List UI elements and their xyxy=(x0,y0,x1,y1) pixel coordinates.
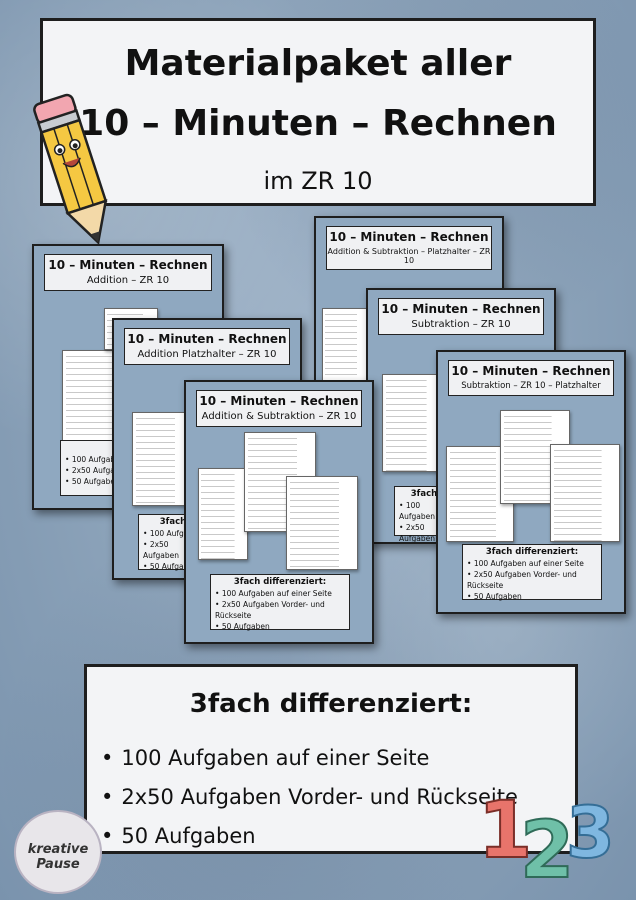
summary-heading: 3fach differenziert: xyxy=(189,689,473,719)
info-box-item-text: 2x50 Aufgaben xyxy=(71,466,129,475)
product-card-add-sub: 10 – Minuten – Rechnen Addition & Subtra… xyxy=(184,380,374,644)
info-box-item: • 50 Aufgaben xyxy=(143,562,198,571)
worksheet-preview xyxy=(198,468,248,560)
brand-logo: kreative Pause xyxy=(14,810,102,894)
number-one: 1 xyxy=(477,785,533,877)
info-box-item-text: 100 Aufgaben auf einer Seite xyxy=(221,589,332,598)
product-card-title: 10 – Minuten – Rechnen xyxy=(127,332,287,346)
info-box-item-text: 100 Aufgaben xyxy=(149,529,203,538)
product-card-subtitle: Subtraktion – ZR 10 xyxy=(411,319,511,330)
title-box: Materialpaket aller 10 – Minuten – Rechn… xyxy=(40,18,596,206)
product-card-subtitle: Addition Platzhalter – ZR 10 xyxy=(137,349,277,360)
info-box-item-text: 100 Aufgaben xyxy=(71,455,125,464)
summary-box: 3fach differenziert: 100 Aufgaben auf ei… xyxy=(84,664,578,854)
product-card-header: 10 – Minuten – Rechnen Subtraktion – ZR … xyxy=(448,360,614,396)
info-box-item-text: 2x50 Aufgaben xyxy=(143,540,180,560)
product-card-subtitle: Addition & Subtraktion – ZR 10 xyxy=(201,411,357,422)
product-card-header: 10 – Minuten – Rechnen Addition & Subtra… xyxy=(196,390,362,427)
worksheet-preview xyxy=(550,444,620,542)
info-box-item-text: 50 Aufgaben xyxy=(71,477,120,486)
title-line-3: im ZR 10 xyxy=(263,167,373,195)
worksheet-preview xyxy=(382,374,442,472)
info-box-heading: 3fach xyxy=(159,517,187,527)
product-card-title: 10 – Minuten – Rechnen xyxy=(48,258,208,272)
info-box-item: • 2x50 Aufgaben xyxy=(65,466,129,475)
info-box-item-text: 50 Aufgaben xyxy=(149,562,198,571)
worksheet-preview xyxy=(132,412,190,506)
product-card-header: 10 – Minuten – Rechnen Addition – ZR 10 xyxy=(44,254,212,291)
info-box-item-text: 2x50 Aufgaben Vorder- und Rückseite xyxy=(467,570,577,590)
product-card-title: 10 – Minuten – Rechnen xyxy=(199,394,359,408)
info-box-item: • 100 Aufgaben auf einer Seite xyxy=(215,589,332,598)
info-box-item-text: 100 Aufgaben auf einer Seite xyxy=(473,559,584,568)
summary-item: 100 Aufgaben auf einer Seite xyxy=(101,739,518,778)
info-box-item-text: 2x50 Aufgaben xyxy=(399,523,436,543)
info-box-item: • 2x50 Aufgaben Vorder- und Rückseite xyxy=(215,600,325,620)
logo-line-2: Pause xyxy=(36,857,80,872)
info-box-item: • 50 Aufgaben xyxy=(467,592,522,601)
info-box-item: • 100 Aufgaben xyxy=(143,529,203,538)
title-line-1: Materialpaket aller xyxy=(124,43,512,84)
product-card-subtitle: Addition – ZR 10 xyxy=(86,275,170,286)
product-card-title: 10 – Minuten – Rechnen xyxy=(329,230,489,244)
info-box-item: • 100 Aufgaben xyxy=(65,455,125,464)
summary-item: 50 Aufgaben xyxy=(101,817,518,856)
product-card-title: 10 – Minuten – Rechnen xyxy=(451,364,611,378)
product-card-subtraction-placeholder: 10 – Minuten – Rechnen Subtraktion – ZR … xyxy=(436,350,626,614)
worksheet-preview xyxy=(286,476,358,570)
info-box-item: • 50 Aufgaben xyxy=(215,622,270,631)
logo-line-1: kreative xyxy=(27,842,89,857)
info-box-item-text: 100 Aufgaben xyxy=(399,501,436,521)
product-card-subtitle: Addition & Subtraktion – Platzhalter – Z… xyxy=(327,247,491,265)
info-box-item: • 2x50 Aufgaben xyxy=(399,523,436,543)
product-card-title: 10 – Minuten – Rechnen xyxy=(381,302,541,316)
info-box-heading: 3fach differenziert: xyxy=(485,547,579,557)
info-box-item: • 100 Aufgaben auf einer Seite xyxy=(467,559,584,568)
title-line-2: 10 – Minuten – Rechnen xyxy=(79,103,557,144)
product-card-header: 10 – Minuten – Rechnen Addition & Subtra… xyxy=(326,226,492,270)
info-box-item-text: 50 Aufgaben xyxy=(473,592,522,601)
product-card-header: 10 – Minuten – Rechnen Addition Platzhal… xyxy=(124,328,290,365)
info-box-item-text: 2x50 Aufgaben Vorder- und Rückseite xyxy=(215,600,325,620)
number-three: 3 xyxy=(565,791,616,875)
info-box-heading: 3fach xyxy=(410,489,438,499)
summary-item: 2x50 Aufgaben Vorder- und Rückseite xyxy=(101,778,517,817)
info-box-item-text: 50 Aufgaben xyxy=(221,622,270,631)
info-box-item: • 2x50 Aufgaben Vorder- und Rückseite xyxy=(467,570,577,590)
info-box: 3fach differenziert: • 100 Aufgaben auf … xyxy=(462,544,602,601)
info-box-item: • 50 Aufgaben xyxy=(65,477,120,486)
summary-list: 100 Aufgaben auf einer Seite 2x50 Aufgab… xyxy=(101,739,518,856)
pencil-mascot-icon xyxy=(33,93,108,245)
info-box: 3fach differenziert: • 100 Aufgaben auf … xyxy=(210,574,350,631)
info-box-item: • 2x50 Aufgaben xyxy=(143,540,180,560)
info-box-item: • 100 Aufgaben xyxy=(399,501,436,521)
product-card-header: 10 – Minuten – Rechnen Subtraktion – ZR … xyxy=(378,298,544,335)
product-card-subtitle: Subtraktion – ZR 10 – Platzhalter xyxy=(461,381,601,391)
info-box-heading: 3fach differenziert: xyxy=(233,577,327,587)
number-two: 2 xyxy=(519,805,575,897)
